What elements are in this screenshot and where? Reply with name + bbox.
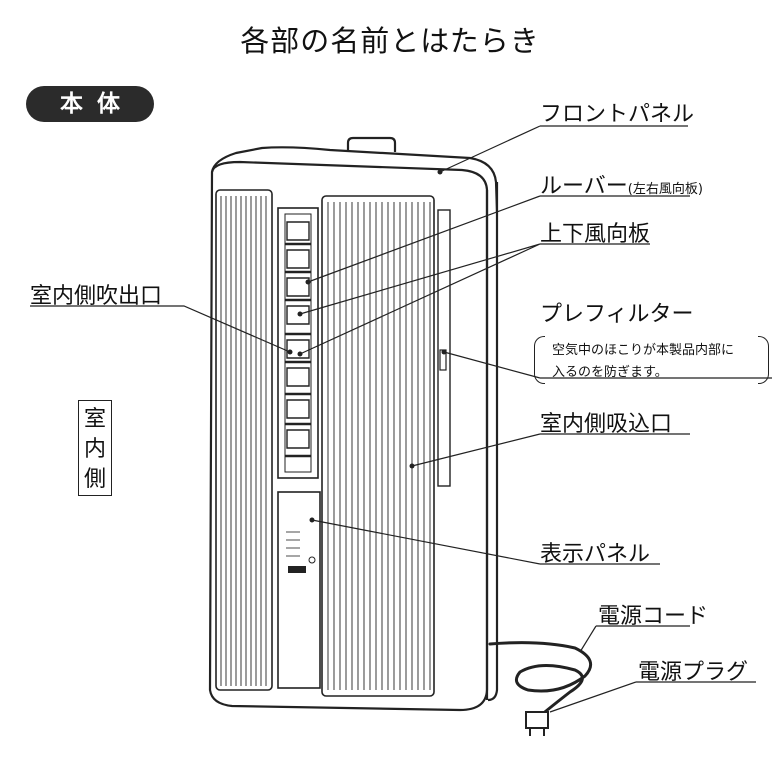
indoor-side-char-1: 室 — [83, 407, 106, 432]
page-title: 各部の名前とはたらき — [240, 24, 540, 58]
front-face — [208, 160, 489, 712]
label-prefilter: プレフィルター — [540, 302, 694, 327]
right-side — [487, 182, 499, 702]
section-badge: 本体 — [26, 86, 154, 122]
display-panel-frame — [277, 491, 321, 689]
leader-lines — [30, 125, 772, 713]
prefilter-note-line-1: 空気中のほこりが本製品内部に — [552, 343, 735, 358]
label-louver-text: ルーバー — [540, 174, 628, 199]
leader-dots — [287, 169, 447, 523]
top-surface — [210, 146, 499, 213]
power-plug — [525, 711, 549, 729]
display-button — [308, 556, 316, 564]
label-louver-note: (左右風向板) — [627, 182, 703, 197]
top-handle — [346, 136, 397, 152]
label-front-panel: フロントパネル — [540, 102, 695, 127]
prefilter-note: 空気中のほこりが本製品内部に 入るのを防ぎます。 — [540, 340, 746, 384]
prefilter-note-line-2: 入るのを防ぎます。 — [552, 365, 668, 380]
display-screen — [288, 566, 306, 573]
louver-blades — [286, 221, 310, 449]
note-bracket-right — [758, 336, 769, 384]
intake-slats — [327, 202, 431, 690]
left-grille-slats — [220, 196, 267, 686]
indoor-side-char-2: 内 — [83, 437, 106, 462]
label-power-cord: 電源コード — [598, 604, 709, 629]
label-power-plug: 電源プラグ — [638, 660, 749, 685]
intake-frame — [321, 195, 435, 697]
label-vertical-vane: 上下風向板 — [540, 222, 651, 247]
left-grille-frame — [215, 189, 273, 691]
label-louver: ルーバー(左右風向板) — [540, 168, 703, 200]
vane-lines — [285, 242, 311, 458]
label-indoor-intake: 室内側吸込口 — [540, 412, 673, 437]
prefilter-edge — [437, 209, 451, 487]
power-cord — [488, 641, 593, 718]
label-display-panel: 表示パネル — [540, 542, 651, 567]
indoor-side-label: 室 内 側 — [78, 400, 112, 496]
outlet-frame — [277, 207, 319, 479]
indoor-side-char-3: 側 — [83, 467, 106, 492]
label-indoor-outlet: 室内側吹出口 — [30, 284, 163, 309]
